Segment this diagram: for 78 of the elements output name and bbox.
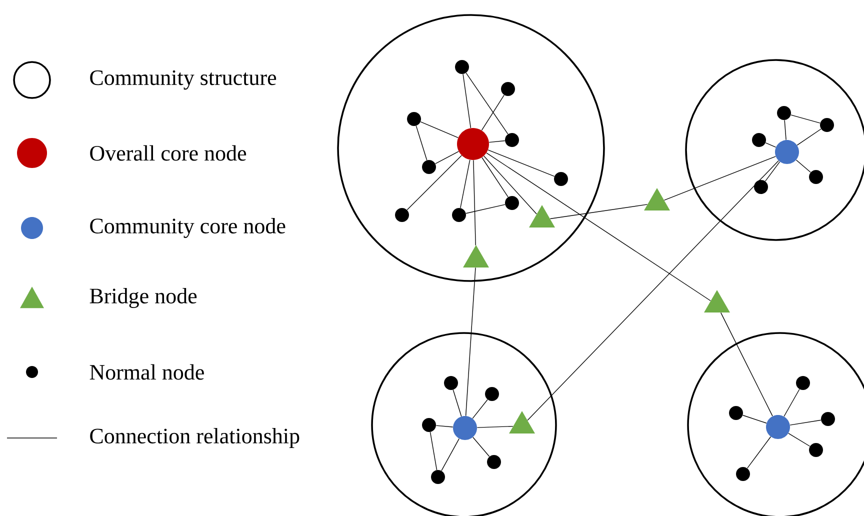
connection-line <box>488 150 555 177</box>
node-dot <box>395 208 409 222</box>
node-dot <box>487 454 501 469</box>
node-dot <box>820 118 834 132</box>
connection-line <box>527 160 779 421</box>
node-dot <box>422 418 436 432</box>
connection-line <box>465 267 476 416</box>
connection-line <box>436 425 454 428</box>
connection-line <box>796 128 822 146</box>
connection-line <box>486 152 711 302</box>
core-node-dot <box>775 140 799 164</box>
node-dot <box>455 60 469 74</box>
connection-line <box>430 432 438 470</box>
connection-line <box>746 436 772 469</box>
connection-line <box>764 161 780 182</box>
node-dot <box>505 196 519 210</box>
core-node-dot <box>457 128 489 160</box>
legend-text: Community structure <box>90 70 276 90</box>
bridge-triangle <box>463 244 489 268</box>
node-dot <box>736 466 750 481</box>
connection-line <box>720 312 773 416</box>
node-dot <box>809 170 823 184</box>
legend-text: Overall core node <box>90 145 246 161</box>
connection-line <box>790 420 822 426</box>
bridge-triangle <box>529 204 555 228</box>
legend-text: Community core node <box>90 218 286 238</box>
node-dot <box>777 106 791 120</box>
connection-line <box>765 142 776 148</box>
node-dot <box>729 406 743 420</box>
connection-line <box>664 156 776 200</box>
node-dot <box>505 133 519 147</box>
node-dot <box>485 386 499 401</box>
connection-line <box>550 204 648 220</box>
node-dot <box>821 412 835 426</box>
bridge-triangle <box>509 410 535 434</box>
connection-line <box>441 438 460 472</box>
connection-line <box>482 157 508 198</box>
connection-line <box>481 94 504 131</box>
connection-line <box>466 72 508 134</box>
connection-line <box>462 74 472 128</box>
node-dot <box>809 442 823 457</box>
node-dot <box>431 470 445 484</box>
connection-line <box>476 426 514 428</box>
connection-line <box>466 204 506 214</box>
connection-line <box>452 390 462 417</box>
connection-line <box>784 120 786 140</box>
connection-line <box>420 121 458 138</box>
node-dot <box>452 208 466 222</box>
connection-line <box>406 155 462 210</box>
connection-line <box>742 414 767 424</box>
connection-line <box>472 399 488 419</box>
node-dot <box>444 376 458 390</box>
legend-text: Bridge node <box>90 288 197 308</box>
node-dot <box>554 172 568 186</box>
connection-line <box>796 160 811 173</box>
connection-line <box>484 156 537 214</box>
bridge-triangle <box>644 188 670 210</box>
connection-line <box>473 160 476 246</box>
node-dot <box>407 112 421 126</box>
connection-line <box>488 140 506 143</box>
node-dot <box>501 82 515 96</box>
core-node-dot <box>453 416 477 440</box>
node-dot <box>754 180 768 194</box>
connection-line <box>790 114 820 124</box>
community-circle <box>337 14 605 282</box>
bridge-triangle <box>704 290 730 312</box>
connection-line <box>788 432 810 447</box>
connection-line <box>472 436 490 457</box>
connection-line <box>416 126 428 160</box>
node-dot <box>796 376 810 390</box>
connection-line <box>784 388 800 417</box>
node-dot <box>752 133 766 147</box>
connection-line <box>460 160 470 208</box>
connection-line <box>435 151 459 164</box>
node-dot <box>422 160 436 174</box>
core-node-dot <box>766 414 790 439</box>
legend-text: Connection relationship <box>90 428 300 448</box>
legend-text: Normal node <box>90 364 204 380</box>
